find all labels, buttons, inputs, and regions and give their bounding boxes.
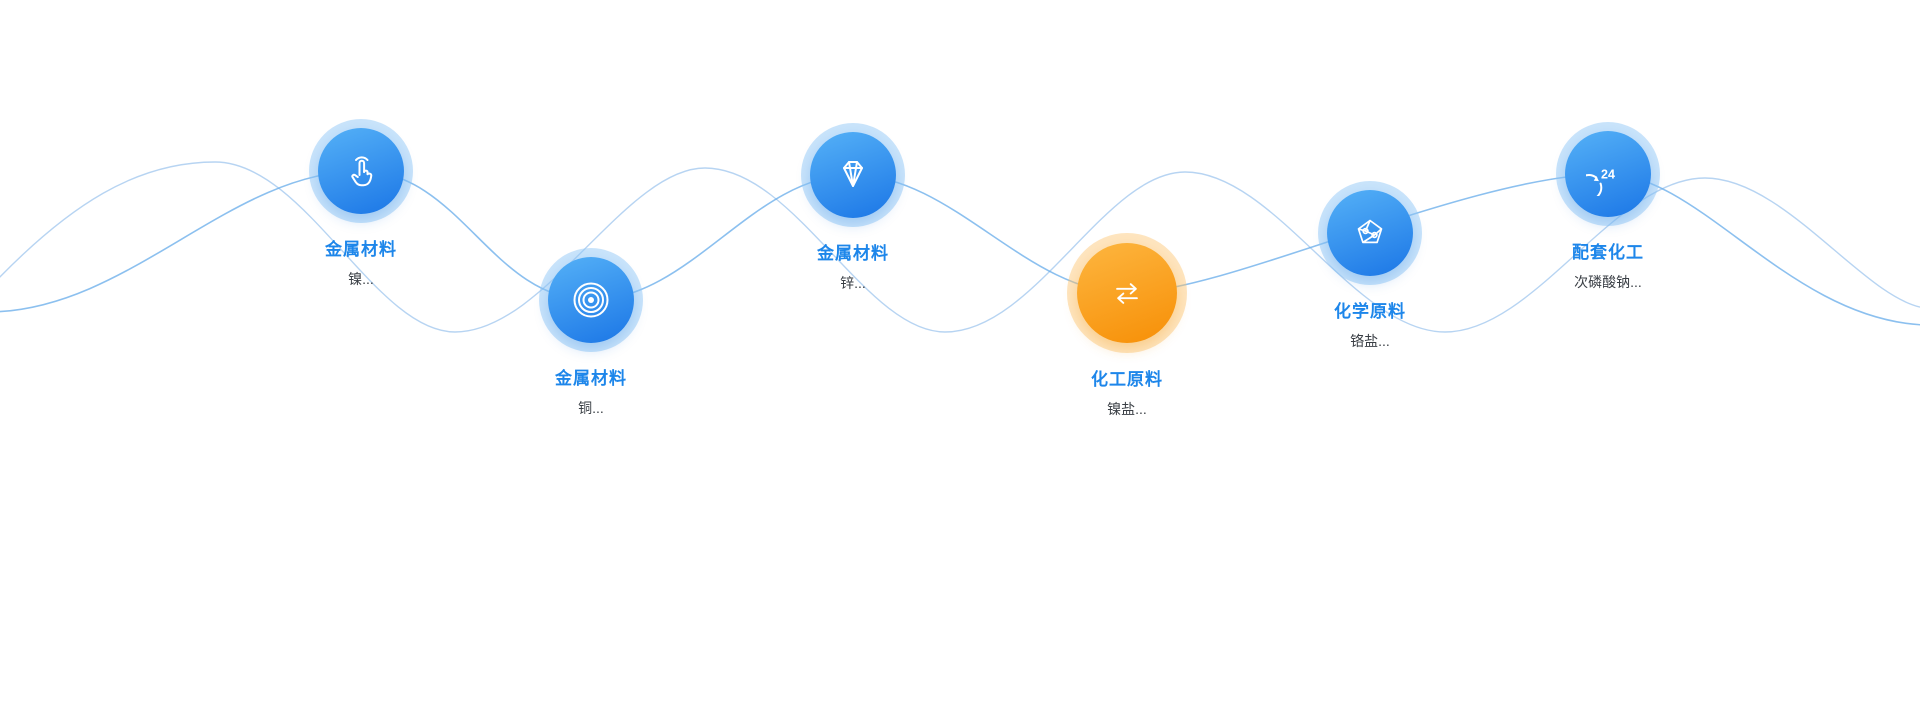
category-label: 配套化工	[1572, 243, 1644, 262]
node-circle	[548, 257, 634, 343]
node-halo	[1067, 233, 1187, 353]
category-subtitle: 镍...	[348, 271, 374, 287]
category-subtitle: 锌...	[840, 275, 866, 291]
category-node-chem-chromium-salt[interactable]: 化学原料 铬盐...	[1318, 181, 1422, 351]
category-node-metal-zinc[interactable]: 金属材料 锌...	[801, 123, 905, 293]
ripple-target-icon	[573, 282, 609, 318]
tap-icon	[351, 156, 373, 187]
node-circle	[810, 132, 896, 218]
diamond-icon	[843, 161, 863, 187]
category-node-supporting-chemical[interactable]: 24 配套化工 次磷酸钠...	[1556, 122, 1660, 292]
pentagon-molecule-icon	[1357, 219, 1383, 244]
node-circle: 24	[1565, 131, 1651, 217]
category-label: 化学原料	[1334, 302, 1406, 321]
node-halo	[539, 248, 643, 352]
category-label: 化工原料	[1091, 370, 1163, 389]
category-node-chem-nickel-salt[interactable]: 化工原料 镍盐...	[1067, 233, 1187, 419]
node-halo: 24	[1556, 122, 1660, 226]
category-label: 金属材料	[555, 369, 627, 388]
category-subtitle: 铬盐...	[1350, 333, 1390, 349]
exchange-arrows-icon	[1116, 283, 1138, 304]
node-circle	[318, 128, 404, 214]
arrow-head	[1593, 176, 1599, 182]
node-circle	[1077, 243, 1177, 343]
category-node-metal-nickel[interactable]: 金属材料 镍...	[309, 119, 413, 289]
node-halo	[309, 119, 413, 223]
clock-24-icon: 24	[1586, 168, 1615, 196]
wave-line-secondary	[0, 161, 1920, 333]
category-label: 金属材料	[325, 240, 397, 259]
node-halo	[1318, 181, 1422, 285]
category-label: 金属材料	[817, 244, 889, 263]
node-circle	[1327, 190, 1413, 276]
category-subtitle: 次磷酸钠...	[1574, 274, 1642, 290]
category-node-metal-copper[interactable]: 金属材料 铜...	[539, 248, 643, 418]
icon-24-text: 24	[1601, 168, 1615, 182]
node-halo	[801, 123, 905, 227]
category-subtitle: 铜...	[578, 400, 604, 416]
category-subtitle: 镍盐...	[1107, 401, 1147, 417]
